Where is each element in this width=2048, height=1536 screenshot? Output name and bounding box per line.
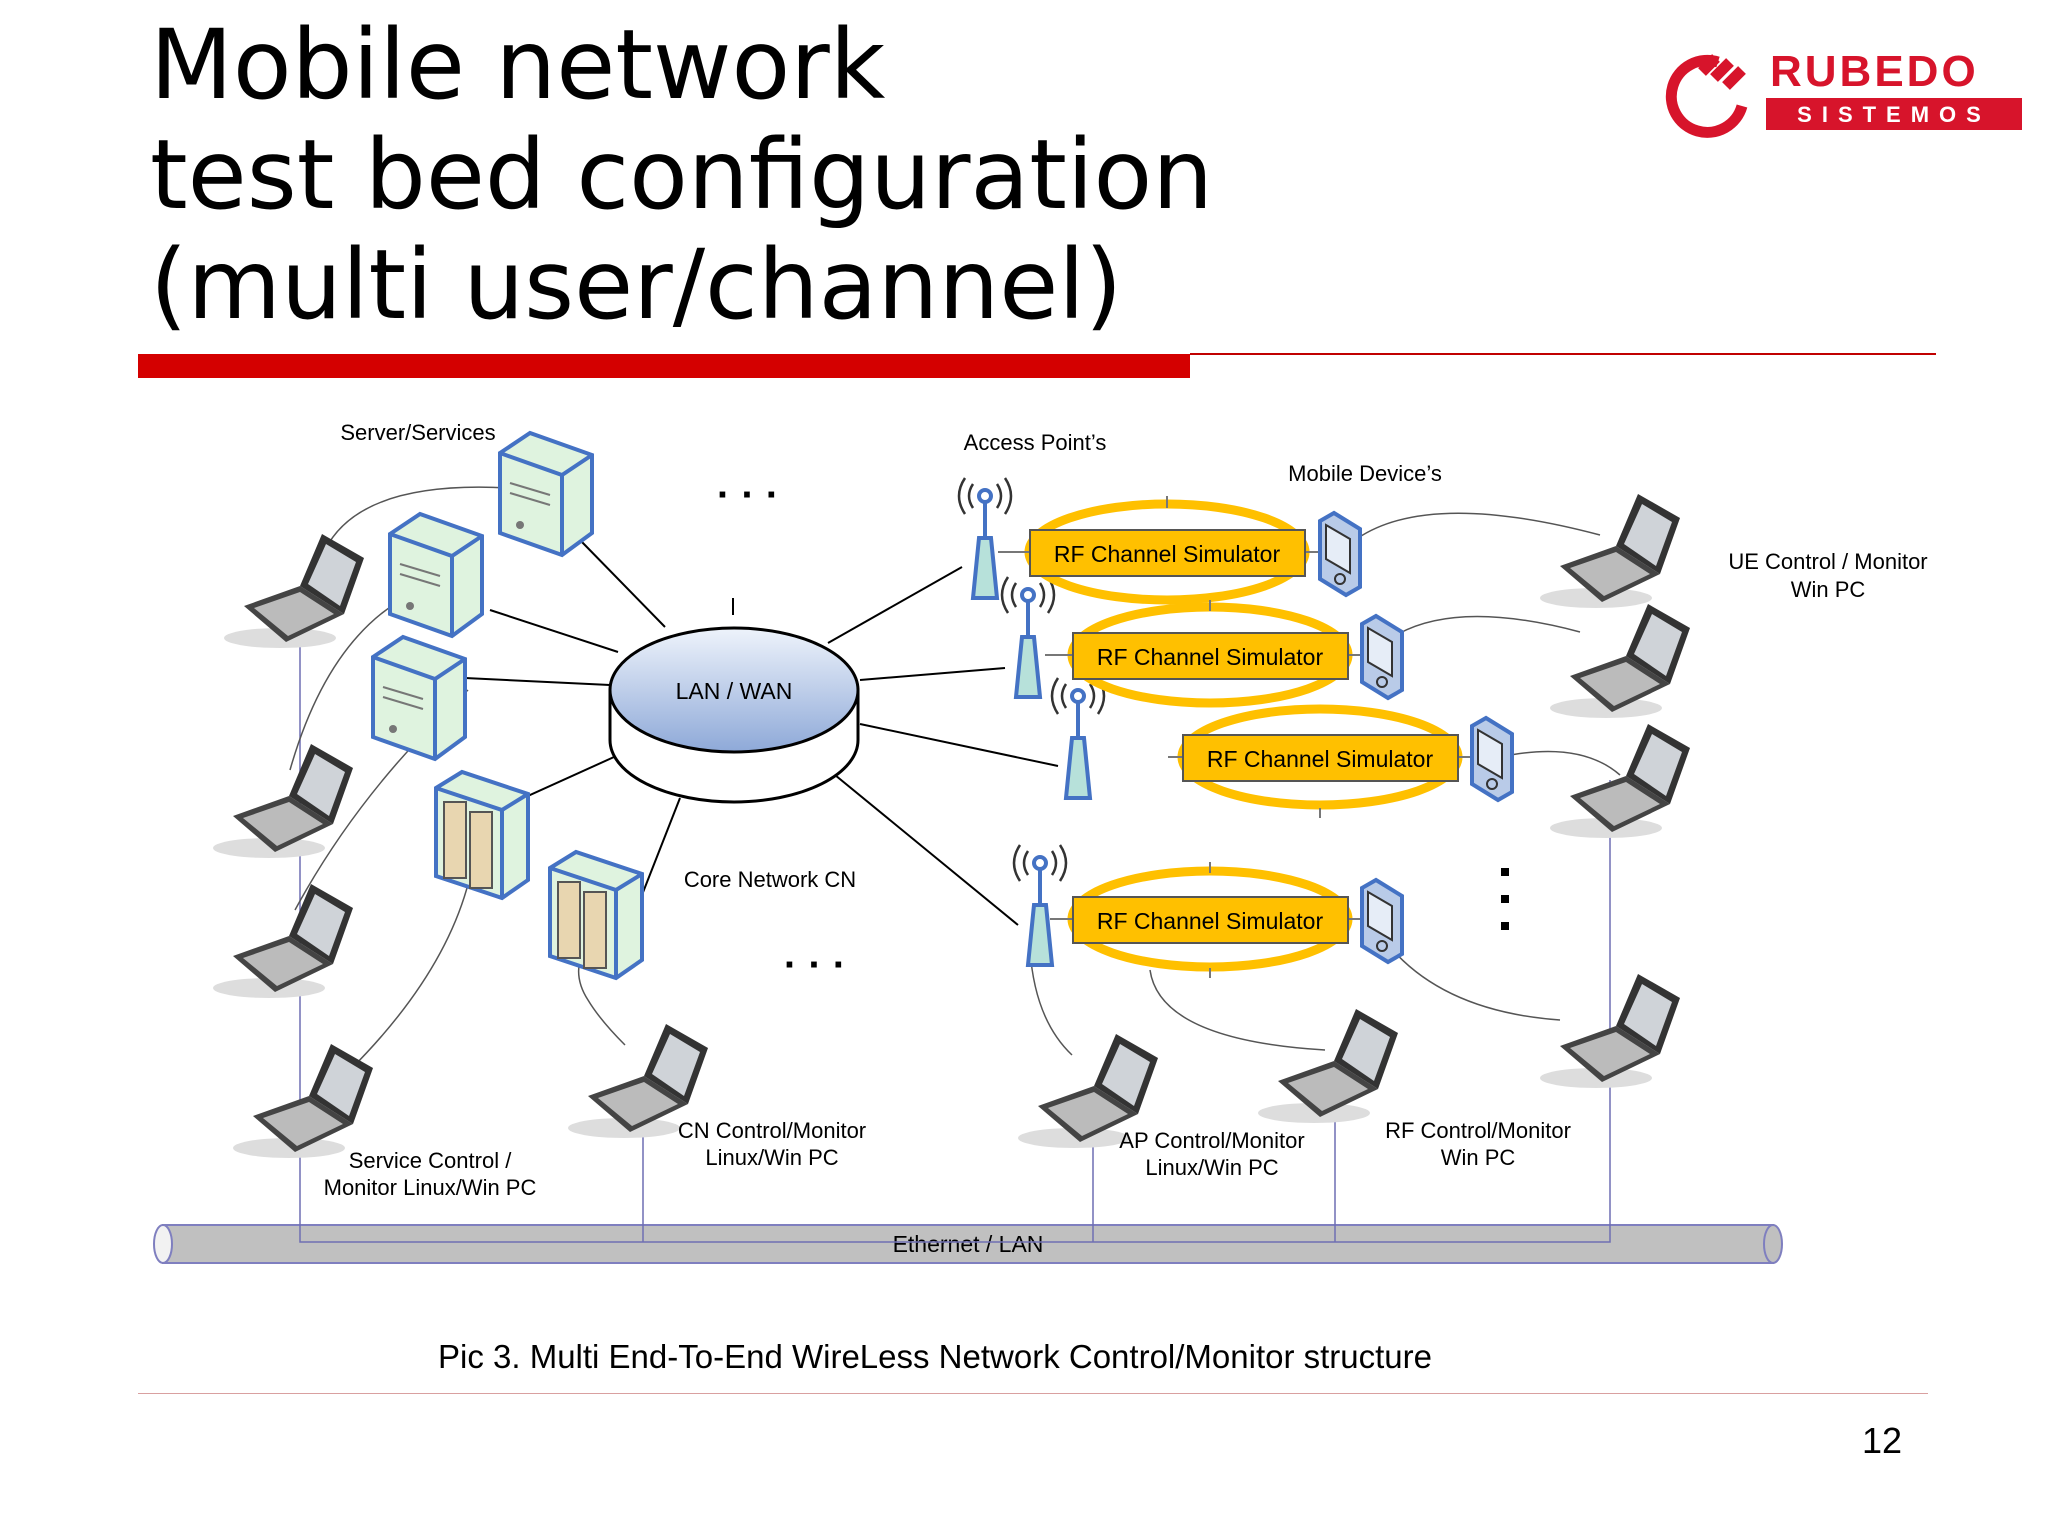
page-number: 12 xyxy=(1862,1420,1903,1461)
ellipsis-core: · · · xyxy=(784,943,846,987)
laptop-icon xyxy=(213,744,353,858)
rf-simulator-2: RF Channel Simulator xyxy=(1045,600,1372,708)
title-line-1: Mobile network xyxy=(150,9,886,121)
access-point-icon xyxy=(957,476,1013,600)
laptop-icon xyxy=(213,884,353,998)
label-ap-control-2: Linux/Win PC xyxy=(1145,1155,1278,1180)
rf-simulator-label: RF Channel Simulator xyxy=(1054,541,1281,567)
server-icon xyxy=(371,635,467,761)
label-ue-control-1: UE Control / Monitor xyxy=(1728,549,1927,574)
laptop-icon xyxy=(1258,1009,1398,1123)
access-point-icon xyxy=(1012,843,1068,967)
label-ue-control-2: Win PC xyxy=(1791,577,1866,602)
ethernet-label: Ethernet / LAN xyxy=(893,1231,1044,1257)
logo-line1: RUBEDO xyxy=(1770,47,1979,96)
ellipsis-simulators xyxy=(1501,868,1509,930)
server-icon xyxy=(388,512,484,638)
logo-line2: SISTEMOS xyxy=(1797,102,1991,127)
title-underline-thin xyxy=(1190,353,1936,355)
laptop-icon xyxy=(224,534,364,648)
label-rf-control-1: RF Control/Monitor xyxy=(1385,1118,1571,1143)
label-cn-control-2: Linux/Win PC xyxy=(705,1145,838,1170)
label-mobile-devices: Mobile Device’s xyxy=(1288,461,1442,486)
access-point-icon xyxy=(1000,575,1056,699)
slide-title: Mobile network test bed configuration (m… xyxy=(150,10,1213,340)
core-network-rack-icon xyxy=(548,850,644,980)
title-line-2: test bed configuration xyxy=(150,119,1214,231)
core-network-rack-icon xyxy=(434,770,530,900)
label-core-network: Core Network CN xyxy=(684,867,856,892)
laptop-icon xyxy=(233,1044,373,1158)
lan-wan-label: LAN / WAN xyxy=(676,678,793,704)
logo-mark-icon xyxy=(1665,54,1748,138)
rf-simulator-1: RF Channel Simulator xyxy=(998,496,1330,605)
label-access-points: Access Point’s xyxy=(964,430,1107,455)
laptop-icon xyxy=(1550,604,1690,718)
lan-links xyxy=(464,539,1059,926)
mobile-device-icon xyxy=(1470,716,1514,802)
rf-simulator-label: RF Channel Simulator xyxy=(1207,746,1434,772)
lan-wan-disk: LAN / WAN xyxy=(608,626,860,804)
title-line-3: (multi user/channel) xyxy=(150,229,1123,341)
ellipsis-servers: · · · xyxy=(717,473,779,517)
label-servers: Server/Services xyxy=(340,420,495,445)
rf-simulator-label: RF Channel Simulator xyxy=(1097,644,1324,670)
label-ap-control-1: AP Control/Monitor xyxy=(1119,1128,1304,1153)
rf-simulator-4: RF Channel Simulator xyxy=(1050,862,1372,978)
mobile-device-icon xyxy=(1360,878,1404,964)
access-point-icon xyxy=(1050,676,1106,800)
mobile-device-icon xyxy=(1360,614,1404,700)
server-icon xyxy=(498,431,594,557)
label-cn-control-1: CN Control/Monitor xyxy=(678,1118,866,1143)
label-service-control-1: Service Control / xyxy=(349,1148,513,1173)
rubedo-logo: RUBEDO SISTEMOS xyxy=(1665,47,2022,138)
mobile-device-icon xyxy=(1318,511,1362,597)
ethernet-bus: Ethernet / LAN xyxy=(153,1224,1783,1264)
title-underline-thick xyxy=(138,354,1190,378)
laptop-icon xyxy=(1550,724,1690,838)
laptop-icon xyxy=(1540,494,1680,608)
label-rf-control-2: Win PC xyxy=(1441,1145,1516,1170)
label-service-control-2: Monitor Linux/Win PC xyxy=(324,1175,537,1200)
rf-simulator-3: RF Channel Simulator xyxy=(1168,704,1480,818)
figure-caption: Pic 3. Multi End-To-End WireLess Network… xyxy=(438,1338,1432,1375)
footer-rule xyxy=(138,1393,1928,1394)
rf-simulator-label: RF Channel Simulator xyxy=(1097,908,1324,934)
